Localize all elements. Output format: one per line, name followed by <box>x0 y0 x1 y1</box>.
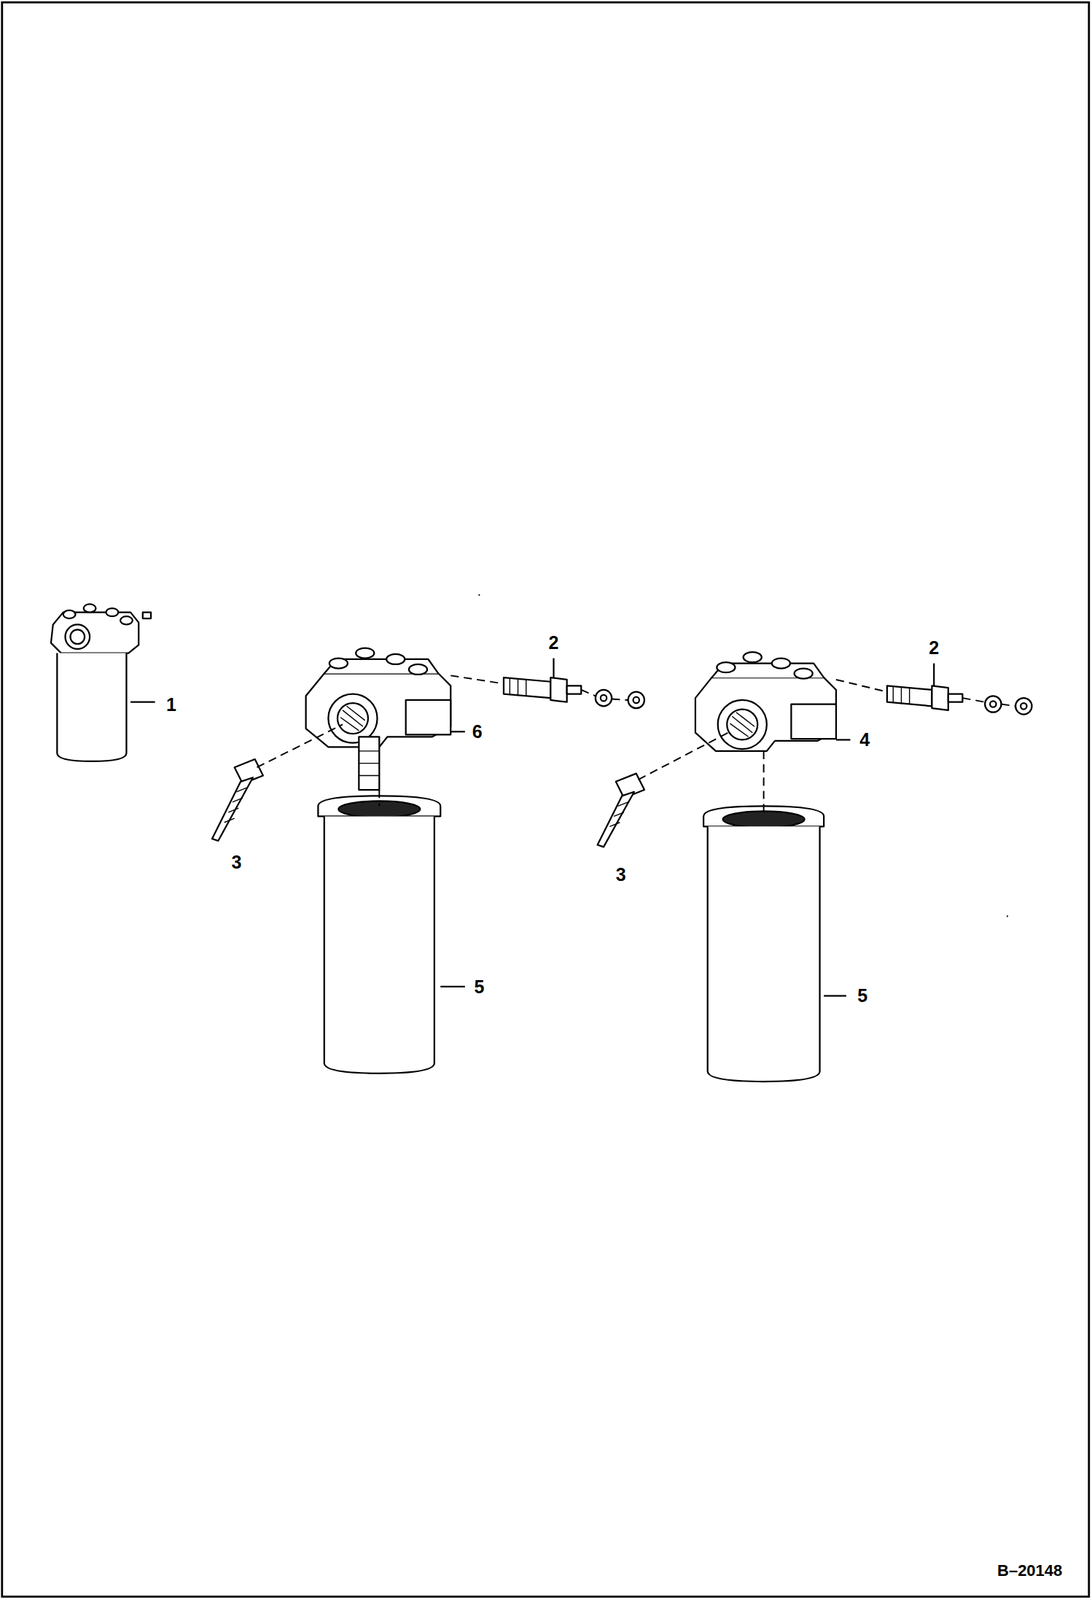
callout-number: 3 <box>231 852 243 871</box>
callout-number: 2 <box>548 633 560 652</box>
callout-number: 6 <box>472 721 483 740</box>
callout-number: 2 <box>928 638 939 657</box>
callout-number: 3 <box>615 864 627 883</box>
drawing-number: B–20148 <box>997 1562 1063 1579</box>
callout-number: 4 <box>859 730 870 749</box>
callout-number: 5 <box>857 986 868 1005</box>
callout-number: 5 <box>473 976 485 996</box>
callout-number: 1 <box>166 695 177 714</box>
